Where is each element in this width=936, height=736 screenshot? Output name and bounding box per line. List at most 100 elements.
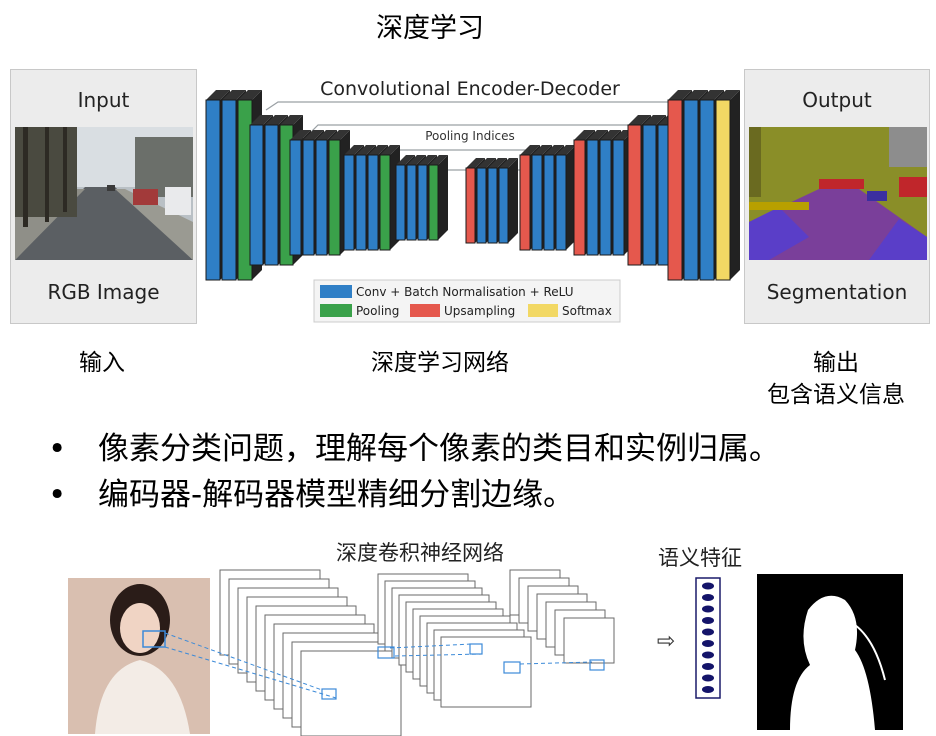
portrait-photo	[68, 578, 210, 734]
projection-lines	[164, 632, 593, 699]
layer-top	[368, 145, 388, 155]
layer-top	[250, 115, 273, 125]
layer-top	[429, 155, 448, 165]
upsampling-layer	[667, 99, 683, 281]
layer-top	[668, 90, 692, 100]
layer-top	[238, 90, 262, 100]
conv-layer	[367, 154, 379, 251]
feature-dot	[702, 651, 714, 659]
pooling-layer	[328, 139, 341, 256]
conv-layer	[355, 154, 367, 251]
rgb-image-label: RGB Image	[47, 280, 160, 304]
layer-top	[290, 130, 311, 140]
conv-layer	[221, 99, 237, 281]
layer-top	[684, 90, 708, 100]
conv-layer	[543, 154, 555, 251]
input-label: Input	[77, 88, 130, 112]
conv-layer	[683, 99, 699, 281]
conv-layer	[586, 139, 599, 256]
conv-layer	[612, 139, 625, 256]
bullet-item: • 编码器-解码器模型精细分割边缘。	[48, 469, 574, 514]
feature-map	[563, 617, 615, 664]
feature-map	[440, 636, 532, 708]
segnet-header: Convolutional Encoder-Decoder	[320, 78, 620, 100]
layer-top	[316, 130, 337, 140]
layer-top	[303, 130, 324, 140]
conv-layer	[642, 124, 657, 266]
layer-top	[628, 115, 651, 125]
layer-top	[700, 90, 724, 100]
layer-top	[532, 145, 552, 155]
conv-layer	[302, 139, 315, 256]
layer-top	[499, 158, 518, 168]
conv-layer	[289, 139, 302, 256]
segmentation-mask	[757, 574, 903, 730]
conv-layer	[476, 167, 487, 244]
legend-upsampling-label: Upsampling	[444, 304, 515, 318]
pooling-layer	[379, 154, 391, 251]
bullet-dot: •	[48, 477, 67, 513]
conv-layer	[531, 154, 543, 251]
pooling-layer	[428, 164, 439, 241]
layer-top	[356, 145, 376, 155]
layer-top	[520, 145, 540, 155]
layer-top	[206, 90, 230, 100]
caption-network: 深度学习网络	[371, 350, 509, 376]
layer-top	[418, 155, 437, 165]
feature-dot	[702, 605, 714, 613]
conv-layer	[487, 167, 498, 244]
road-photo	[15, 127, 193, 260]
layer-top	[643, 115, 666, 125]
legend-softmax-label: Softmax	[562, 304, 612, 318]
feature-vector-dots	[702, 582, 714, 693]
conv-layer	[498, 167, 509, 244]
conv-layer	[395, 164, 406, 241]
feature-map	[300, 650, 402, 736]
cnn-diagram: 深度卷积神经网络 语义特征 ⇨	[68, 541, 903, 736]
conv-layer	[205, 99, 221, 281]
layer-top	[344, 145, 364, 155]
feature-dot	[702, 663, 714, 670]
legend-pooling-swatch	[320, 304, 352, 317]
bullet-dot: •	[48, 431, 67, 467]
feature-dot	[702, 686, 714, 693]
feature-boxes	[321, 643, 605, 700]
layer-top	[488, 158, 507, 168]
segmentation-label: Segmentation	[766, 280, 908, 304]
feature-dot	[702, 594, 714, 601]
upsampling-layer	[519, 154, 531, 251]
legend-conv-swatch	[320, 285, 352, 298]
legend-upsampling-swatch	[410, 304, 440, 317]
caption-input: 输入	[79, 350, 125, 376]
conv-layer	[699, 99, 715, 281]
layer-top	[556, 145, 576, 155]
layer-top	[587, 130, 608, 140]
softmax-layer	[715, 99, 731, 281]
feature-dot	[702, 582, 714, 590]
layer-top	[222, 90, 246, 100]
layer-stack	[205, 90, 740, 281]
cnn-label: 深度卷积神经网络	[336, 541, 504, 565]
page-title: 深度学习	[376, 13, 484, 44]
upsampling-layer	[465, 167, 476, 244]
upsampling-layer	[627, 124, 642, 266]
bullet-text: 编码器-解码器模型精细分割边缘。	[98, 477, 575, 513]
segnet-diagram: Convolutional Encoder-Decoder Pooling In…	[205, 78, 740, 323]
feature-dot	[702, 640, 714, 647]
layer-top	[600, 130, 621, 140]
layer-top	[380, 145, 400, 155]
layer-top	[407, 155, 426, 165]
caption-output-semantic: 包含语义信息	[767, 382, 905, 408]
feature-dot	[702, 628, 714, 636]
layer-side	[730, 90, 740, 280]
layer-top	[544, 145, 564, 155]
layer-side	[438, 155, 448, 240]
conv-layer	[417, 164, 428, 241]
feature-dot	[702, 617, 714, 624]
layer-side	[508, 158, 518, 243]
conv-layer	[264, 124, 279, 266]
feature-dot	[702, 674, 714, 682]
layer-top	[477, 158, 496, 168]
conv-layer	[599, 139, 612, 256]
layer-top	[329, 130, 350, 140]
